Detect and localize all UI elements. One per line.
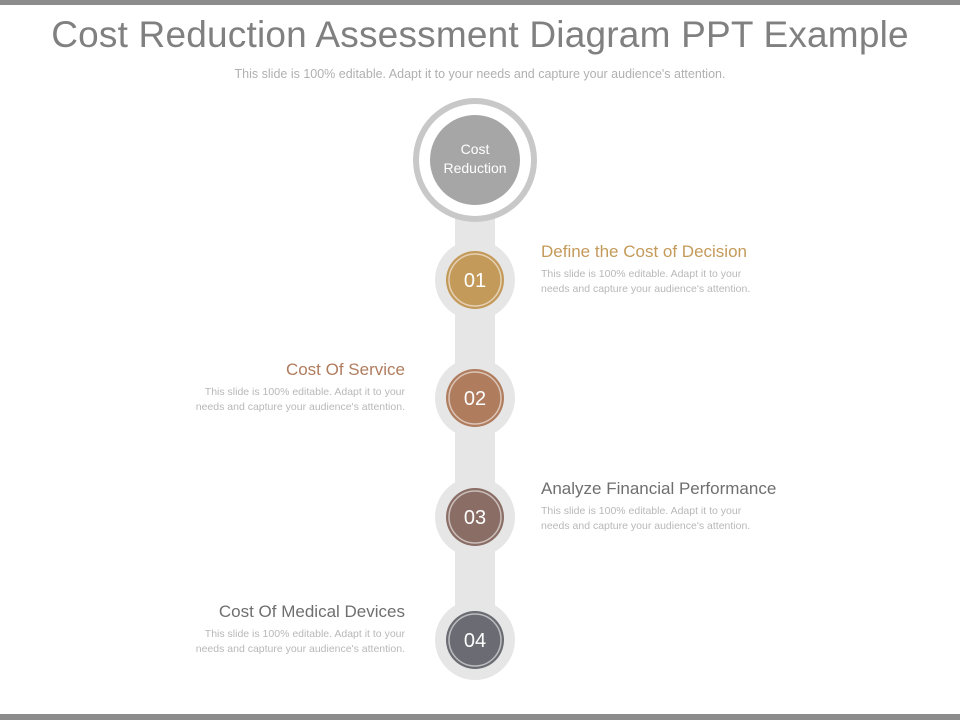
hub-node: Cost Reduction: [413, 98, 537, 222]
step-description: This slide is 100% editable. Adapt it to…: [195, 628, 405, 655]
slide-title: Cost Reduction Assessment Diagram PPT Ex…: [51, 14, 909, 55]
step-ring-highlight: [448, 371, 502, 425]
step-ring: [446, 369, 504, 427]
step-description: This slide is 100% editable. Adapt it to…: [195, 386, 405, 413]
hub-core: [430, 115, 520, 205]
step-node-02: 02: [435, 358, 515, 438]
step-ring-highlight: [448, 613, 502, 667]
step-title: Cost Of Medical Devices: [218, 602, 405, 621]
step-node-04: 04: [435, 600, 515, 680]
step-number: 01: [464, 270, 486, 292]
slide-subtitle: This slide is 100% editable. Adapt it to…: [234, 67, 726, 81]
step-description: This slide is 100% editable. Adapt it to…: [541, 505, 751, 532]
step-ring: [446, 611, 504, 669]
hub-label-line2: Reduction: [443, 160, 506, 176]
step-title: Cost Of Service: [285, 360, 405, 379]
step-ring-highlight: [448, 253, 502, 307]
step-number: 04: [464, 630, 486, 652]
step-ring: [446, 488, 504, 546]
hub-label-line1: Cost: [461, 141, 490, 157]
step-description: This slide is 100% editable. Adapt it to…: [541, 268, 751, 295]
step-number: 03: [464, 507, 486, 529]
step-title: Analyze Financial Performance: [541, 479, 777, 498]
step-node-03: 03: [435, 477, 515, 557]
step-node-01: 01: [435, 240, 515, 320]
step-nodes: 01 02 03 04: [435, 240, 515, 680]
bottom-border-bar: [0, 714, 960, 720]
step-ring-highlight: [448, 490, 502, 544]
step-number: 02: [464, 388, 486, 410]
step-ring: [446, 251, 504, 309]
step-title: Define the Cost of Decision: [541, 242, 747, 261]
top-border-bar: [0, 0, 960, 5]
